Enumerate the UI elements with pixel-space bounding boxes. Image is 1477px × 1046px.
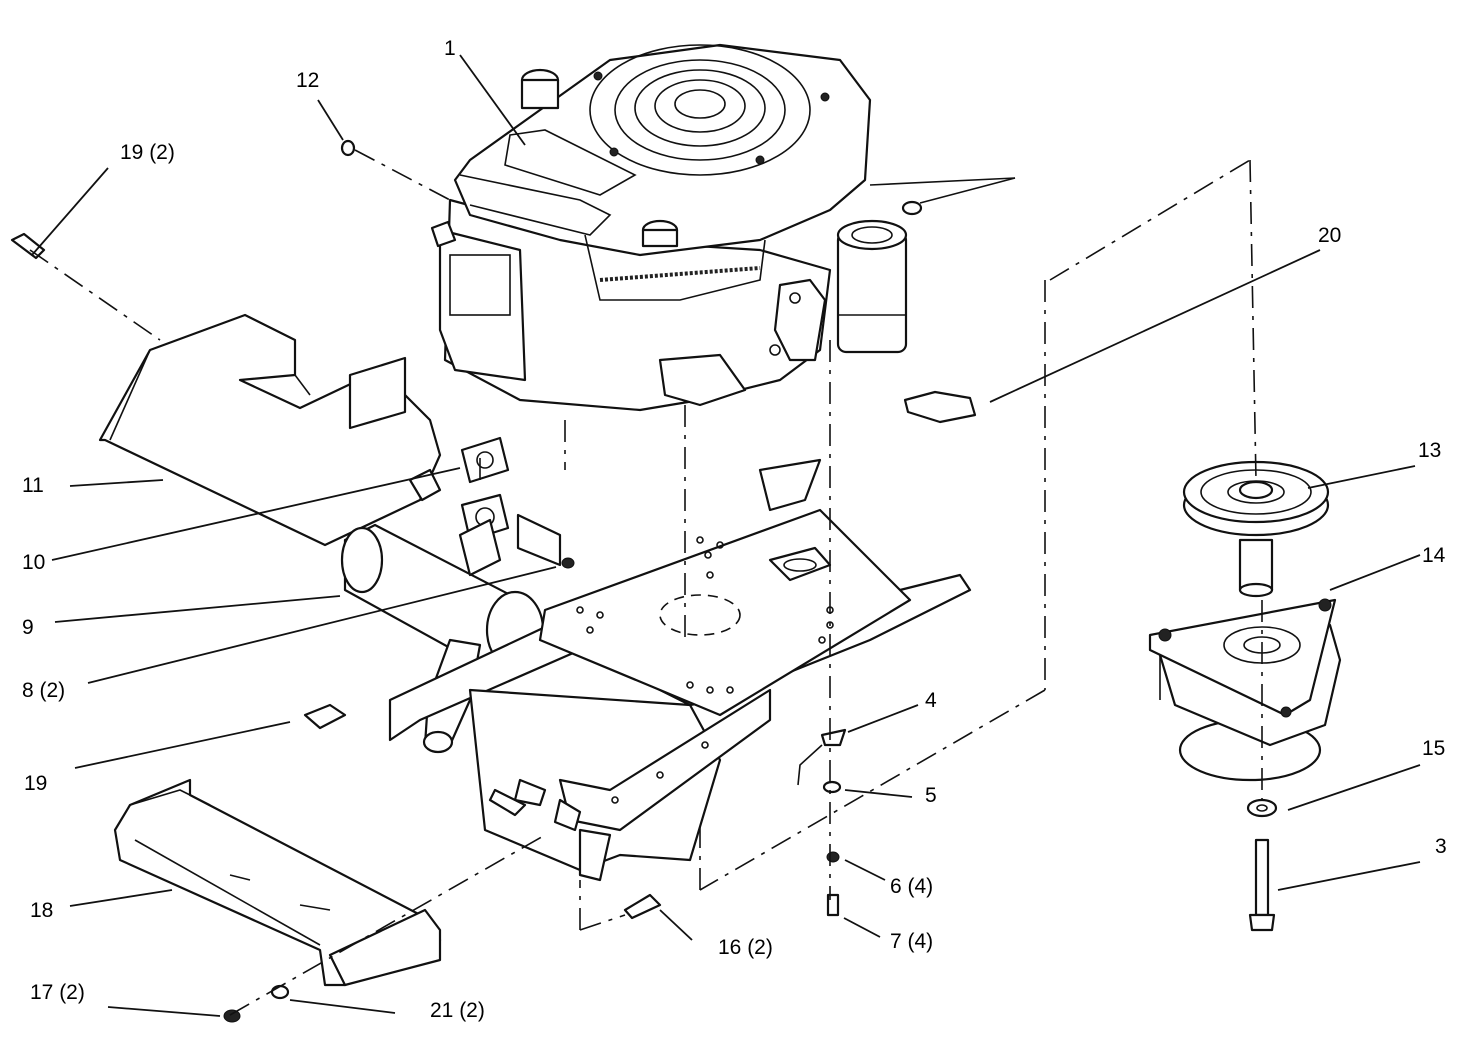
engine-pulley	[1182, 460, 1330, 598]
callout-14: 14	[1422, 544, 1446, 567]
callout-12: 12	[296, 69, 320, 92]
callout-18: 18	[30, 899, 54, 922]
electric-clutch	[1148, 598, 1342, 782]
bumper-guard	[113, 778, 442, 987]
callout-13: 13	[1418, 439, 1442, 462]
callout-6: 6 (4)	[890, 875, 934, 898]
callout-4: 4	[925, 689, 937, 712]
callout-3: 3	[1435, 835, 1447, 858]
callout-10: 10	[22, 551, 46, 574]
callout-1: 1	[444, 37, 456, 60]
centerlines	[29, 149, 1263, 1016]
callout-19-2-top: 19 (2)	[120, 141, 175, 164]
heat-shield	[98, 313, 442, 547]
callout-20: 20	[1318, 224, 1342, 247]
callout-8: 8 (2)	[22, 679, 66, 702]
callout-19: 19	[24, 772, 48, 795]
callout-5: 5	[925, 784, 937, 807]
mounting-plate	[538, 508, 912, 717]
callout-15: 15	[1422, 737, 1446, 760]
callout-21: 21 (2)	[430, 999, 485, 1022]
callout-17: 17 (2)	[30, 981, 85, 1004]
leader-lines	[31, 54, 1421, 1017]
callout-9: 9	[22, 616, 34, 639]
hardware	[10, 139, 1278, 1023]
callout-11: 11	[22, 474, 44, 497]
callout-16: 16 (2)	[718, 936, 773, 959]
engine	[430, 43, 1016, 412]
callout-7: 7 (4)	[890, 930, 934, 953]
